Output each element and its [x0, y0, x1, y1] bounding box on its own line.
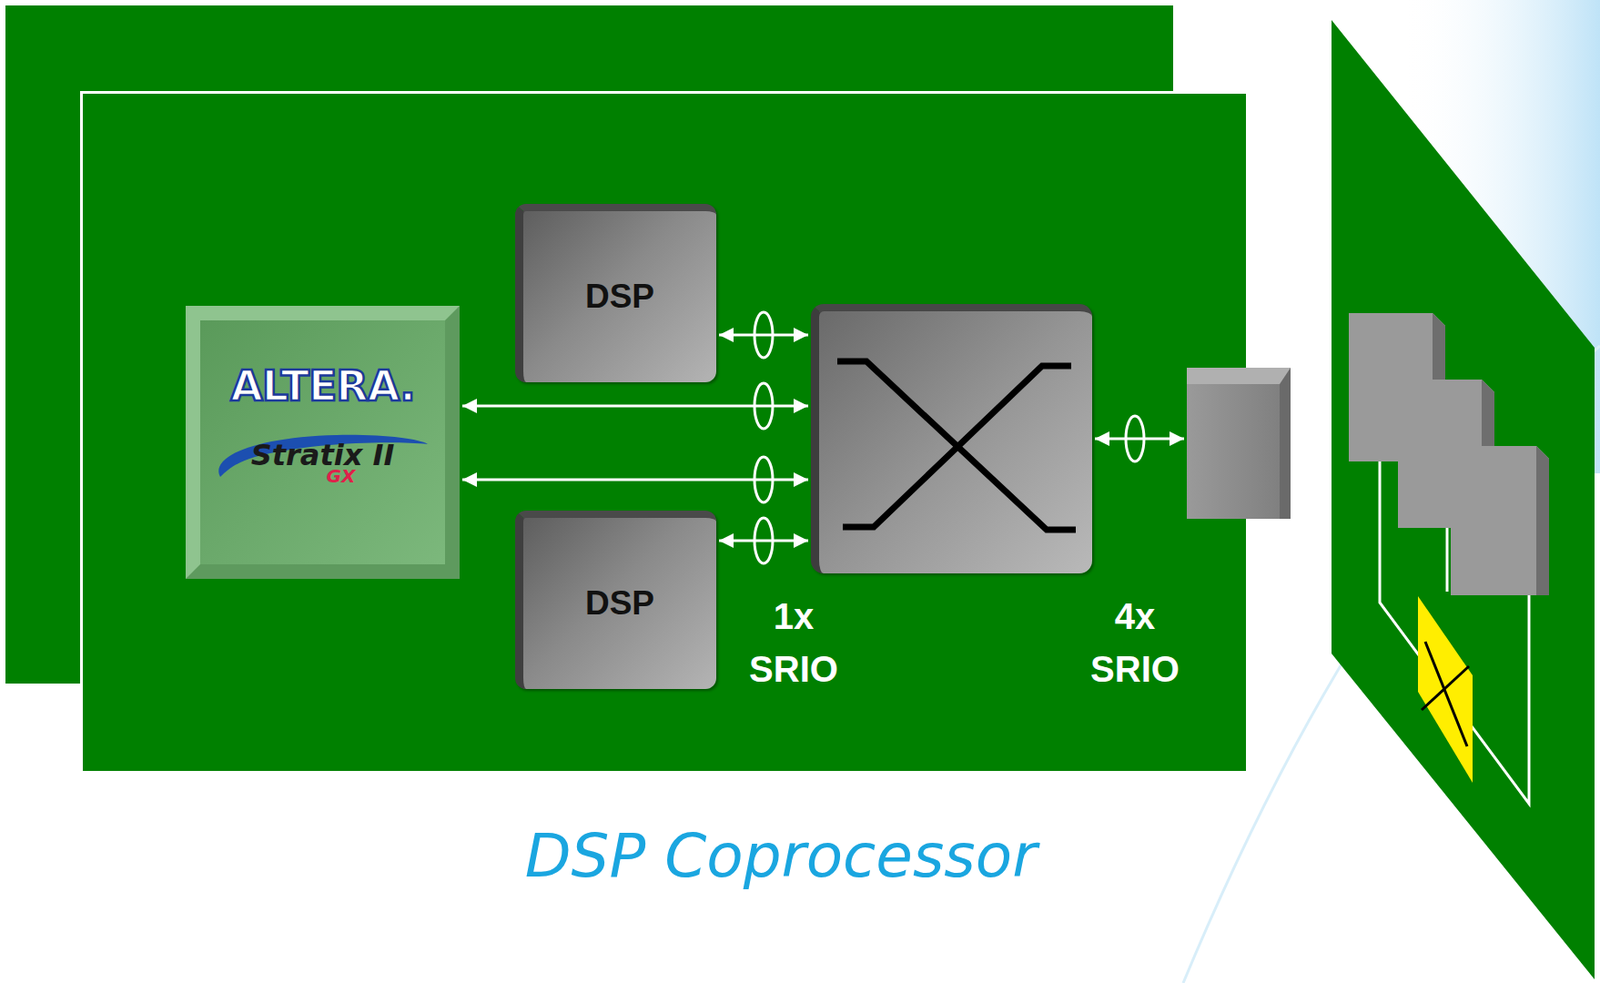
srio-link — [1094, 437, 1185, 441]
logo-swoosh — [218, 435, 428, 477]
dsp-chip: DSP — [515, 203, 717, 383]
srio-switch — [810, 303, 1093, 574]
chip-label: GX — [326, 465, 356, 487]
caption: DSP Coprocessor — [525, 820, 1038, 892]
chip-label: DSP — [585, 584, 655, 623]
switch-symbol — [1425, 641, 1468, 747]
backplane-connector — [1186, 367, 1291, 519]
backplane-switch — [1417, 596, 1473, 783]
srio-link — [718, 539, 809, 543]
dsp-chip: DSP — [515, 510, 717, 689]
crossbar-symbol — [819, 311, 1093, 574]
crossbar-line — [842, 365, 1072, 527]
switch-symbol — [1421, 666, 1469, 710]
chip-label: Stratix II — [251, 437, 395, 473]
fpga-chip: ALTERA. Stratix IIGX — [185, 305, 460, 579]
front-board-outline — [80, 91, 1247, 772]
crossbar-line — [837, 361, 1076, 530]
backplane-connector — [1450, 445, 1550, 596]
bus-label: 4x SRIO — [1090, 589, 1180, 696]
backplane-board — [1331, 20, 1595, 980]
bus-label: 1x SRIO — [749, 589, 839, 696]
srio-link — [462, 478, 809, 482]
chip-label: DSP — [585, 277, 655, 316]
front-board — [82, 93, 1246, 771]
chip-label: ALTERA. — [230, 361, 415, 411]
srio-link — [718, 334, 809, 337]
srio-link — [462, 405, 809, 408]
